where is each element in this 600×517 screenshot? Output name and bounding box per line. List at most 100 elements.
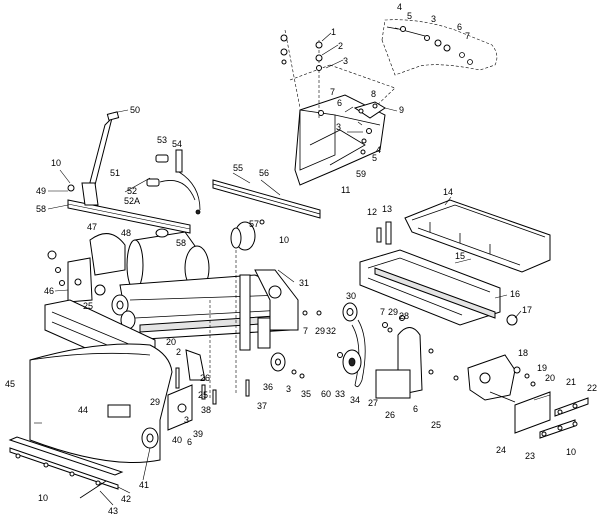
callout: 9 (399, 105, 404, 115)
callout: 10 (38, 493, 48, 503)
motor-57 (230, 219, 265, 251)
handle-assembly (67, 111, 191, 234)
callout: 15 (455, 251, 465, 261)
callout-labels: 4 5 3 6 7 1 2 3 7 6 8 9 3 4 5 59 11 50 5… (5, 2, 597, 516)
tray-14 (404, 199, 551, 273)
callout: 24 (496, 445, 506, 455)
callout: 6 (413, 404, 418, 414)
callout: 6 (187, 437, 192, 447)
callout: 3 (343, 56, 348, 66)
bracket-fasteners (280, 34, 386, 155)
callout: 39 (193, 429, 203, 439)
callout: 25 (83, 301, 93, 311)
callout: 59 (356, 169, 366, 179)
callout: 7 (330, 87, 335, 97)
callout: 48 (121, 228, 131, 238)
callout: 18 (518, 348, 528, 358)
callout: 2 (176, 347, 181, 357)
right-housing (467, 354, 536, 403)
callout: 6 (337, 98, 342, 108)
callout: 52 (127, 186, 137, 196)
callout: 46 (44, 286, 54, 296)
callout: 17 (522, 305, 532, 315)
callout: 35 (301, 389, 311, 399)
left-end-bracket (47, 233, 126, 303)
callout: 10 (51, 158, 61, 168)
mounting-plate-top (381, 19, 498, 76)
right-rails (514, 391, 589, 439)
callout: 1 (331, 27, 336, 37)
callout: 30 (346, 291, 356, 301)
left-pulleys (111, 294, 136, 330)
callout: 10 (279, 235, 289, 245)
callout: 25 (431, 420, 441, 430)
callout: 33 (335, 389, 345, 399)
callout: 52A (124, 196, 140, 206)
callout: 44 (78, 405, 88, 415)
callout: 38 (201, 405, 211, 415)
front-cover (29, 343, 173, 463)
callout: 3 (286, 384, 291, 394)
callout: 7 (465, 31, 470, 41)
callout: 3 (184, 415, 189, 425)
callout: 56 (259, 168, 269, 178)
front-brackets (141, 349, 250, 449)
callout: 8 (371, 89, 376, 99)
callout: 31 (299, 278, 309, 288)
callout: 29 (388, 307, 398, 317)
callout: 40 (172, 435, 182, 445)
callout: 50 (130, 105, 140, 115)
bottom-rail (8, 436, 124, 499)
callout: 51 (110, 168, 120, 178)
callout: 54 (172, 139, 182, 149)
callout: 19 (537, 363, 547, 373)
callout: 3 (431, 14, 436, 24)
callout: 23 (525, 451, 535, 461)
callout: 5 (372, 153, 377, 163)
callout: 11 (341, 185, 350, 195)
callout: 36 (263, 382, 273, 392)
callout: 20 (545, 373, 555, 383)
callout: 29 (315, 326, 325, 336)
callout: 22 (587, 383, 597, 393)
callout: 7 (303, 326, 308, 336)
right-end-plates (375, 315, 459, 399)
callout: 26 (200, 373, 210, 383)
callout: 45 (5, 379, 15, 389)
callout: 14 (443, 187, 453, 197)
upper-strip (212, 179, 321, 219)
callout: 53 (157, 135, 167, 145)
callout: 32 (326, 326, 336, 336)
callout: 21 (566, 377, 576, 387)
callout: 58 (176, 238, 186, 248)
callout: 4 (376, 145, 381, 155)
callout: 58 (36, 204, 46, 214)
pan-15-16 (359, 249, 518, 326)
callout: 43 (108, 506, 118, 516)
pulley-stack (270, 302, 366, 388)
callout: 27 (368, 398, 378, 408)
pins-12-13 (376, 221, 392, 245)
callout: 41 (139, 480, 149, 490)
callout: 6 (457, 22, 462, 32)
callout: 3 (336, 122, 341, 132)
callout: 42 (121, 494, 131, 504)
callout: 55 (233, 163, 243, 173)
callout: 29 (150, 397, 160, 407)
callout: 16 (510, 289, 520, 299)
callout: 2 (338, 41, 343, 51)
callout: 57 (249, 219, 259, 229)
callout: 4 (397, 2, 402, 12)
callout: 7 (380, 307, 385, 317)
callout: 60 (321, 389, 331, 399)
callout: 37 (257, 401, 267, 411)
callout: 28 (399, 311, 409, 321)
callout: 10 (566, 447, 576, 457)
callout: 34 (350, 395, 360, 405)
upper-bracket (284, 29, 396, 186)
callout: 25 (198, 390, 208, 400)
leader-lines (34, 32, 551, 506)
callout: 47 (87, 222, 97, 232)
callout: 49 (36, 186, 46, 196)
